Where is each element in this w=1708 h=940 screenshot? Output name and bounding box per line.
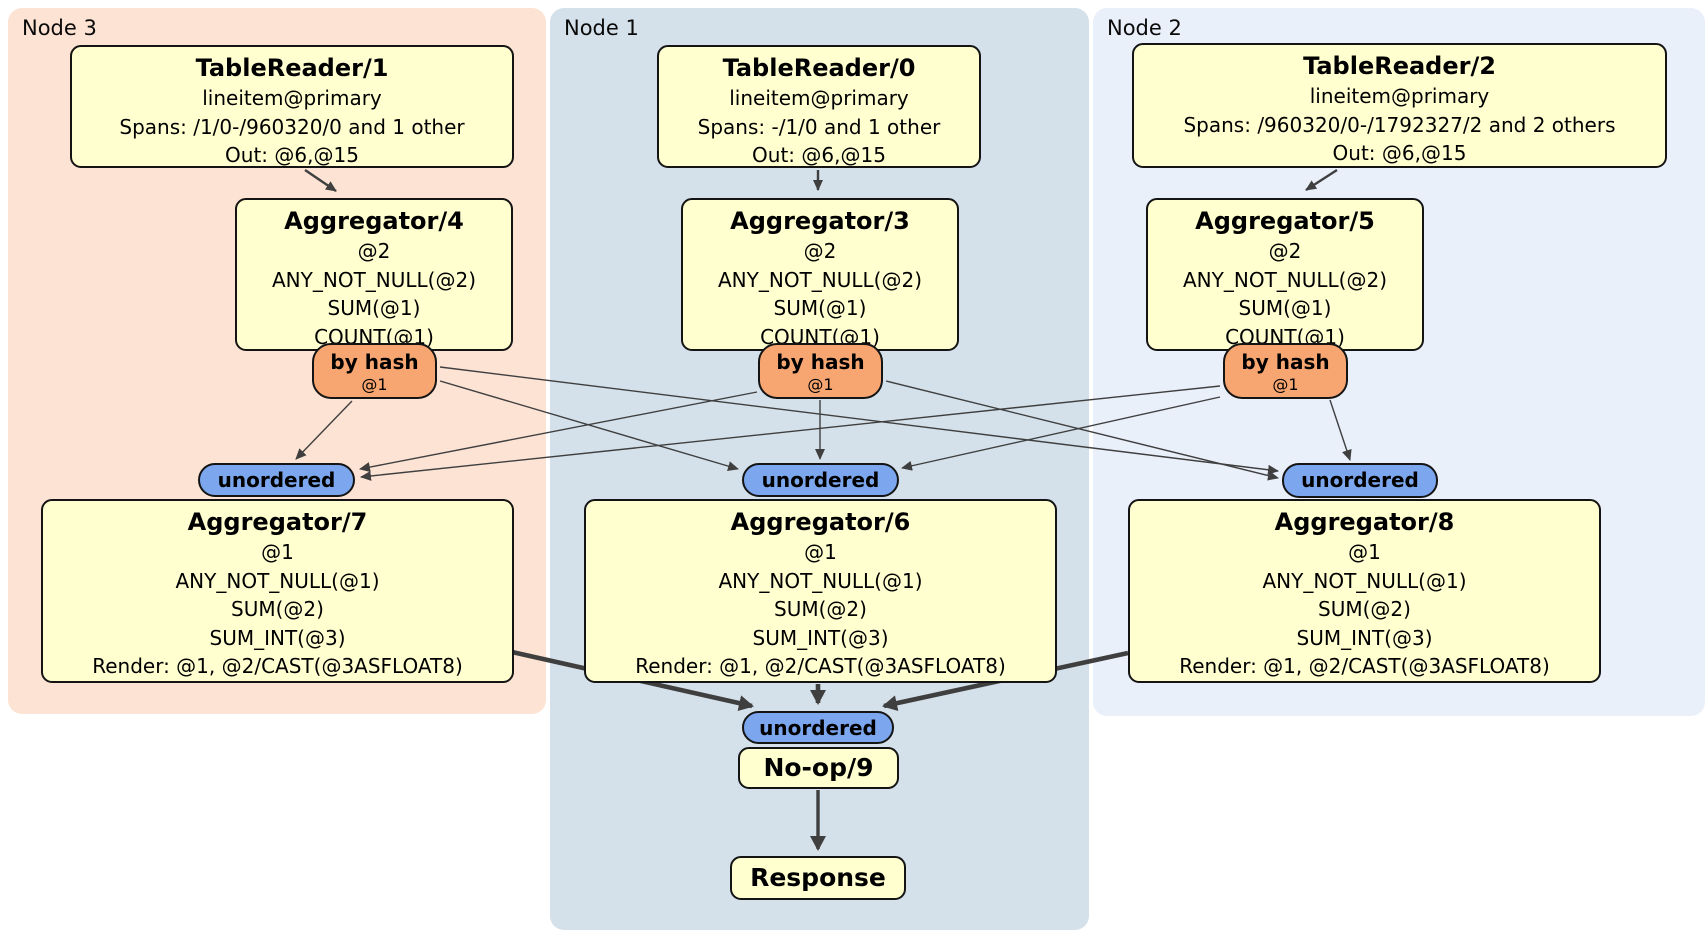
processor-line: Spans: -/1/0 and 1 other bbox=[697, 114, 941, 139]
processor-line: SUM(@1) bbox=[327, 296, 421, 321]
edge-byhash2-unordered3 bbox=[360, 385, 1221, 481]
edge-byhash3-unordered3 bbox=[295, 400, 353, 460]
processor-title: Aggregator/3 bbox=[730, 207, 910, 235]
edge-byhash3-unordered2 bbox=[439, 366, 1279, 475]
router-by-hash-label: by hash bbox=[330, 350, 419, 374]
processor-tablereader-0: TableReader/0 lineitem@primary Spans: -/… bbox=[657, 45, 981, 168]
processor-line: SUM(@1) bbox=[773, 296, 867, 321]
edge-tr2-agg5 bbox=[1305, 168, 1338, 192]
processor-line: ANY_NOT_NULL(@1) bbox=[175, 568, 380, 593]
router-by-hash-node2: by hash @1 bbox=[1223, 343, 1348, 399]
processor-line: @2 bbox=[1268, 239, 1302, 263]
sync-unordered-node1: unordered bbox=[742, 463, 899, 497]
processor-response: Response bbox=[730, 856, 906, 900]
processor-tablereader-1: TableReader/1 lineitem@primary Spans: /1… bbox=[70, 45, 514, 168]
processor-title: Response bbox=[750, 863, 886, 892]
sync-unordered-node2: unordered bbox=[1282, 463, 1438, 498]
sync-unordered-node3: unordered bbox=[198, 463, 355, 497]
router-by-hash-label: by hash bbox=[1241, 350, 1330, 374]
edge-tr1-agg4 bbox=[304, 169, 337, 192]
processor-line: ANY_NOT_NULL(@1) bbox=[1262, 568, 1467, 593]
panel-node1-label: Node 1 bbox=[564, 16, 639, 40]
processor-line: @1 bbox=[804, 540, 837, 564]
processor-line: @2 bbox=[357, 239, 391, 263]
router-by-hash-node3: by hash @1 bbox=[312, 343, 437, 399]
processor-line: SUM_INT(@3) bbox=[209, 625, 346, 650]
router-by-hash-key: @1 bbox=[1272, 375, 1299, 394]
edge-byhash1-unordered2 bbox=[885, 380, 1279, 481]
processor-line: lineitem@primary bbox=[729, 86, 909, 110]
edge-byhash2-unordered2 bbox=[1329, 399, 1352, 461]
processor-aggregator-3: Aggregator/3 @2 ANY_NOT_NULL(@2) SUM(@1)… bbox=[681, 198, 959, 351]
router-by-hash-key: @1 bbox=[361, 375, 388, 394]
processor-title: TableReader/1 bbox=[195, 54, 389, 82]
processor-title: No-op/9 bbox=[763, 753, 874, 782]
processor-line: Out: @6,@15 bbox=[225, 143, 359, 168]
processor-line: Spans: /1/0-/960320/0 and 1 other bbox=[119, 114, 465, 139]
processor-line: Render: @1, @2/CAST(@3ASFLOAT8) bbox=[92, 654, 463, 679]
processor-line: lineitem@primary bbox=[1309, 84, 1490, 108]
processor-aggregator-4: Aggregator/4 @2 ANY_NOT_NULL(@2) SUM(@1)… bbox=[235, 198, 513, 351]
panel-node2-label: Node 2 bbox=[1107, 16, 1182, 40]
processor-line: SUM(@2) bbox=[774, 597, 867, 622]
processor-title: TableReader/2 bbox=[1303, 52, 1496, 80]
processor-aggregator-5: Aggregator/5 @2 ANY_NOT_NULL(@2) SUM(@1)… bbox=[1146, 198, 1424, 351]
sync-unordered-final: unordered bbox=[742, 711, 894, 744]
processor-line: SUM_INT(@3) bbox=[752, 625, 889, 650]
processor-line: Out: @6,@15 bbox=[1332, 141, 1467, 166]
processor-noop-9: No-op/9 bbox=[738, 747, 899, 789]
processor-line: @2 bbox=[803, 239, 837, 263]
processor-line: @1 bbox=[261, 540, 294, 564]
processor-line: SUM(@2) bbox=[231, 597, 324, 622]
processor-title: Aggregator/4 bbox=[284, 207, 464, 235]
processor-aggregator-6: Aggregator/6 @1 ANY_NOT_NULL(@1) SUM(@2)… bbox=[584, 499, 1057, 683]
processor-tablereader-2: TableReader/2 lineitem@primary Spans: /9… bbox=[1132, 43, 1667, 168]
processor-title: Aggregator/6 bbox=[730, 508, 911, 536]
processor-aggregator-8: Aggregator/8 @1 ANY_NOT_NULL(@1) SUM(@2)… bbox=[1128, 499, 1601, 683]
processor-line: ANY_NOT_NULL(@2) bbox=[1183, 267, 1387, 292]
processor-line: SUM_INT(@3) bbox=[1296, 625, 1433, 650]
processor-line: Render: @1, @2/CAST(@3ASFLOAT8) bbox=[1179, 654, 1550, 679]
processor-line: Out: @6,@15 bbox=[752, 143, 886, 168]
router-by-hash-node1: by hash @1 bbox=[758, 343, 883, 399]
router-by-hash-label: by hash bbox=[776, 350, 865, 374]
processor-title: Aggregator/7 bbox=[187, 508, 368, 536]
processor-line: lineitem@primary bbox=[202, 86, 382, 110]
processor-title: TableReader/0 bbox=[722, 54, 916, 82]
processor-title: Aggregator/8 bbox=[1274, 508, 1455, 536]
processor-line: ANY_NOT_NULL(@2) bbox=[718, 267, 922, 292]
panel-node3-label: Node 3 bbox=[22, 16, 97, 40]
processor-line: ANY_NOT_NULL(@1) bbox=[718, 568, 923, 593]
processor-line: SUM(@2) bbox=[1318, 597, 1411, 622]
router-by-hash-key: @1 bbox=[807, 375, 834, 394]
processor-title: Aggregator/5 bbox=[1195, 207, 1375, 235]
processor-line: @1 bbox=[1348, 540, 1381, 564]
processor-aggregator-7: Aggregator/7 @1 ANY_NOT_NULL(@1) SUM(@2)… bbox=[41, 499, 514, 683]
edge-byhash2-unordered1 bbox=[901, 396, 1221, 471]
processor-line: ANY_NOT_NULL(@2) bbox=[272, 267, 476, 292]
processor-line: SUM(@1) bbox=[1238, 296, 1332, 321]
processor-line: Render: @1, @2/CAST(@3ASFLOAT8) bbox=[635, 654, 1006, 679]
processor-line: Spans: /960320/0-/1792327/2 and 2 others bbox=[1183, 112, 1616, 137]
edge-byhash1-unordered3 bbox=[359, 391, 758, 473]
